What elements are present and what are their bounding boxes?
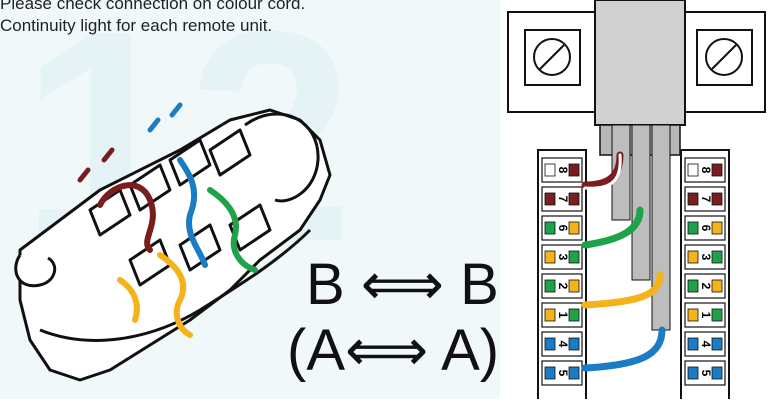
pin-number: 8: [699, 167, 713, 174]
pin-color-right: [568, 279, 580, 293]
pin-color-left: [687, 192, 699, 206]
brown-wire-connector: [97, 182, 156, 253]
pin-color-left: [544, 308, 556, 322]
dash-blue-2: [169, 102, 183, 118]
pin-color-right: [711, 163, 723, 177]
pin-number: 1: [699, 312, 713, 319]
pin-color-right: [568, 250, 580, 264]
pin-number: 7: [699, 196, 713, 203]
pin-number: 5: [699, 370, 713, 377]
front-cutout: [14, 254, 57, 288]
slot-4: [208, 128, 252, 177]
pin-number: 3: [699, 254, 713, 261]
slot-6: [178, 223, 222, 272]
pin-color-left: [687, 308, 699, 322]
pin-number: 7: [556, 196, 570, 203]
dash-brown-1: [101, 147, 115, 163]
orange-wire-connector: [157, 252, 193, 338]
pin-color-left: [687, 366, 699, 380]
pin-color-right: [568, 192, 580, 206]
pin-color-right: [568, 221, 580, 235]
pin-number: 4: [699, 341, 713, 348]
pin-color-right: [568, 366, 580, 380]
blue-wire-connector: [177, 157, 208, 268]
sheath-2: [631, 124, 651, 281]
wire-orange-to-pin1: [581, 271, 664, 309]
a-to-a-label: (A⟺ A): [287, 318, 500, 383]
pin-color-left: [544, 221, 556, 235]
pin-color-left: [687, 337, 699, 351]
pin-color-right: [711, 308, 723, 322]
instruction-line-2: Continuity light for each remote unit.: [0, 16, 273, 35]
wire-brown-white: [583, 153, 622, 190]
pin-color-right: [711, 366, 723, 380]
pin-color-left: [544, 337, 556, 351]
pin-color-right: [711, 337, 723, 351]
pin-color-right: [711, 221, 723, 235]
pin-color-left: [687, 279, 699, 293]
pin-color-right: [568, 308, 580, 322]
dash-blue-1: [147, 117, 161, 133]
terminal-block-right: 87632145AB: [680, 149, 730, 404]
pin-number: 2: [556, 283, 570, 290]
pin-color-right: [711, 250, 723, 264]
pin-color-left: [687, 250, 699, 264]
pin-number: 5: [556, 370, 570, 377]
pin-color-left: [544, 163, 556, 177]
pin-color-right: [711, 279, 723, 293]
orange-wire-connector-2: [117, 277, 140, 323]
pin-color-left: [544, 192, 556, 206]
wire-dashes: [77, 102, 183, 183]
wire-blue-to-pin5: [581, 326, 666, 372]
connector-body: [18, 108, 332, 382]
pin-number: 2: [699, 283, 713, 290]
terminal-housing: [507, 0, 766, 331]
pin-color-right: [568, 337, 580, 351]
connector-wires: [97, 157, 258, 338]
pin-number: 1: [556, 312, 570, 319]
terminal-wires: [581, 151, 666, 372]
pin-color-left: [544, 279, 556, 293]
dash-brown-2: [77, 167, 91, 183]
terminal-block-left: 87632145AB: [537, 149, 587, 404]
cable-entry: [594, 0, 686, 126]
latch-hook: [244, 112, 320, 203]
slot-2: [128, 163, 172, 212]
wire-green-to-pin3: [581, 206, 644, 249]
pin-color-left: [544, 366, 556, 380]
b-to-b-label: B ⟺ B: [306, 252, 499, 317]
slot-3: [168, 138, 212, 187]
pin-number: 8: [556, 167, 570, 174]
pin-number: 3: [556, 254, 570, 261]
pin-color-right: [568, 163, 580, 177]
pin-number: 6: [699, 225, 713, 232]
pin-number: 4: [556, 341, 570, 348]
lower-rim: [39, 228, 312, 342]
pin-number: 6: [556, 225, 570, 232]
green-wire-connector: [207, 187, 258, 273]
pin-color-left: [687, 221, 699, 235]
sheath-3: [651, 124, 671, 331]
pin-color-left: [687, 163, 699, 177]
pin-color-right: [711, 192, 723, 206]
pin-color-left: [544, 250, 556, 264]
instruction-line-1: Please check connection on colour cord.: [0, 0, 306, 13]
